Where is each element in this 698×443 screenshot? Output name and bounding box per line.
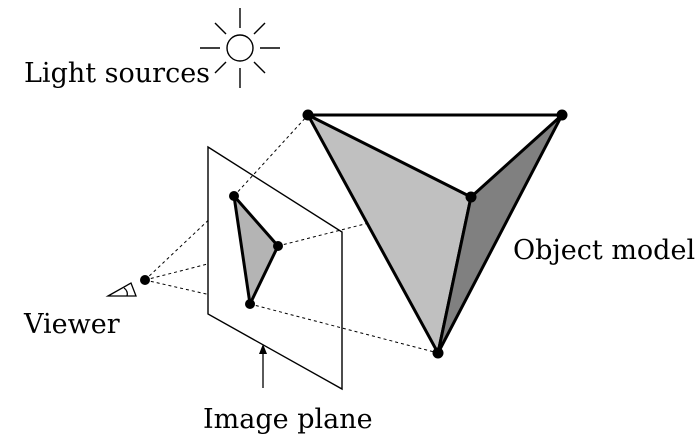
object-projection-lines — [233, 114, 472, 354]
viewer-label: Viewer — [24, 309, 120, 340]
object-vertex — [432, 347, 444, 359]
image-plane — [207, 145, 343, 391]
image-vertex — [273, 241, 283, 251]
image-plane-arrow — [259, 344, 267, 388]
object-vertices — [302, 109, 568, 359]
image-vertex — [245, 299, 255, 309]
object-right-face — [436, 113, 564, 355]
object-vertex — [556, 109, 568, 121]
object-vertex — [465, 191, 477, 203]
image-vertex — [229, 191, 239, 201]
image-triangle-vertices — [229, 191, 283, 309]
image-plane-label: Image plane — [203, 404, 373, 435]
sun-icon — [200, 8, 280, 88]
viewer-point — [140, 275, 150, 285]
object-vertex — [302, 109, 314, 121]
light-sources-label: Light sources — [24, 58, 211, 89]
eye-icon — [105, 282, 137, 297]
image-triangle — [232, 194, 280, 306]
object-model — [306, 113, 564, 355]
object-model-label: Object model — [513, 235, 696, 266]
